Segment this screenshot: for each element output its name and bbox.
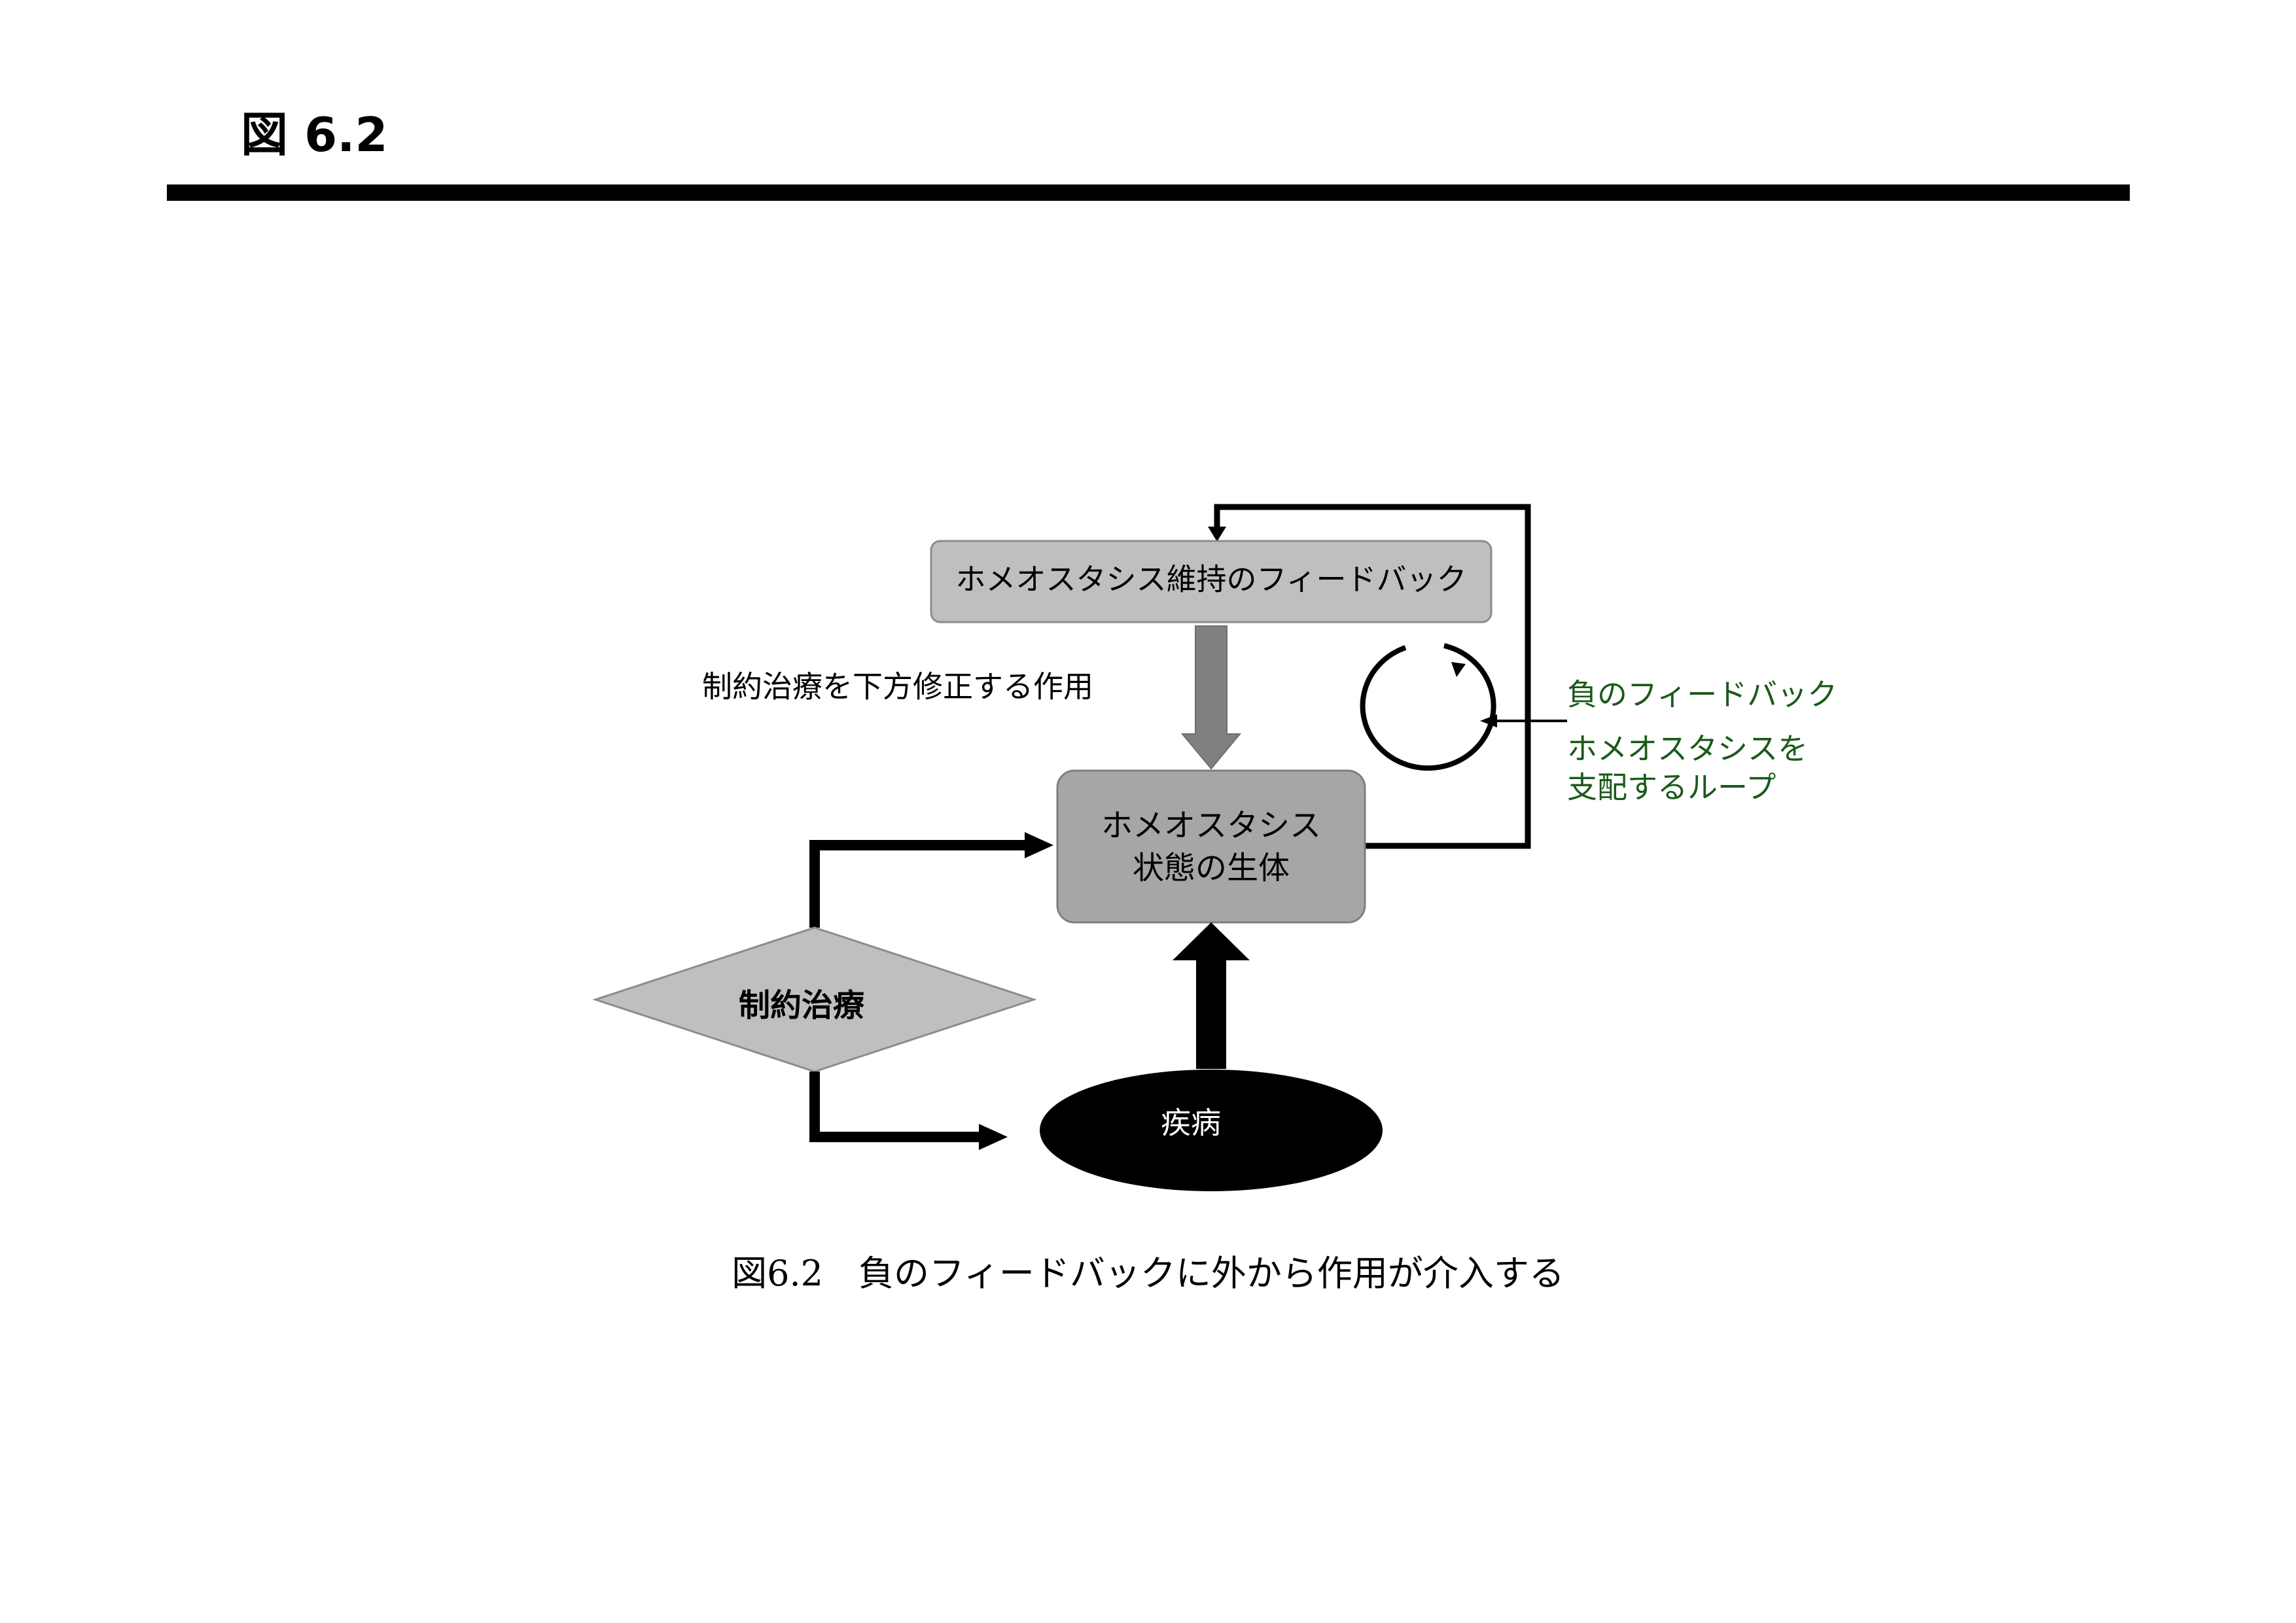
slide-title: 図 6.2 xyxy=(241,107,388,162)
body-box xyxy=(1056,769,1366,924)
loop-desc-line1: ホメオスタシスを xyxy=(1567,731,1808,767)
loop-title: 負のフィードバック xyxy=(1567,677,1837,712)
feedback-loop-line xyxy=(1214,504,1531,849)
therapy-to-disease-line xyxy=(809,1072,981,1142)
adjust-arrow xyxy=(1180,625,1242,770)
loop-desc-line2: 支配するループ xyxy=(1567,770,1776,805)
body-box-line1: ホメオスタシス xyxy=(1101,807,1321,844)
disease-ellipse xyxy=(1040,1070,1383,1191)
therapy-to-body-arrowhead xyxy=(1025,832,1053,858)
disease-label: 疾病 xyxy=(1161,1106,1221,1141)
therapy-to-body-line xyxy=(809,840,1027,928)
adjust-label: 制約治療を下方修正する作用 xyxy=(702,669,1093,705)
feedback-box xyxy=(930,540,1492,623)
feedback-cycle-arrowhead xyxy=(1451,662,1466,677)
loop-pointer-arrowhead xyxy=(1480,714,1497,727)
feedback-cycle-icon xyxy=(1360,643,1496,771)
disease-arrow-shaft xyxy=(1196,956,1226,1069)
title-rule xyxy=(167,184,2130,201)
therapy-label: 制約治療 xyxy=(739,987,864,1024)
disease-arrow-head xyxy=(1173,922,1250,960)
feedback-box-label: ホメオスタシス維持のフィードバック xyxy=(955,562,1466,597)
figure-caption: 図6.2 負のフィードバックに外から作用が介入する xyxy=(732,1253,1564,1294)
body-box-line2: 状態の生体 xyxy=(1133,850,1290,886)
therapy-to-disease-arrowhead xyxy=(979,1124,1008,1150)
feedback-loop-arrowhead xyxy=(1208,527,1226,542)
